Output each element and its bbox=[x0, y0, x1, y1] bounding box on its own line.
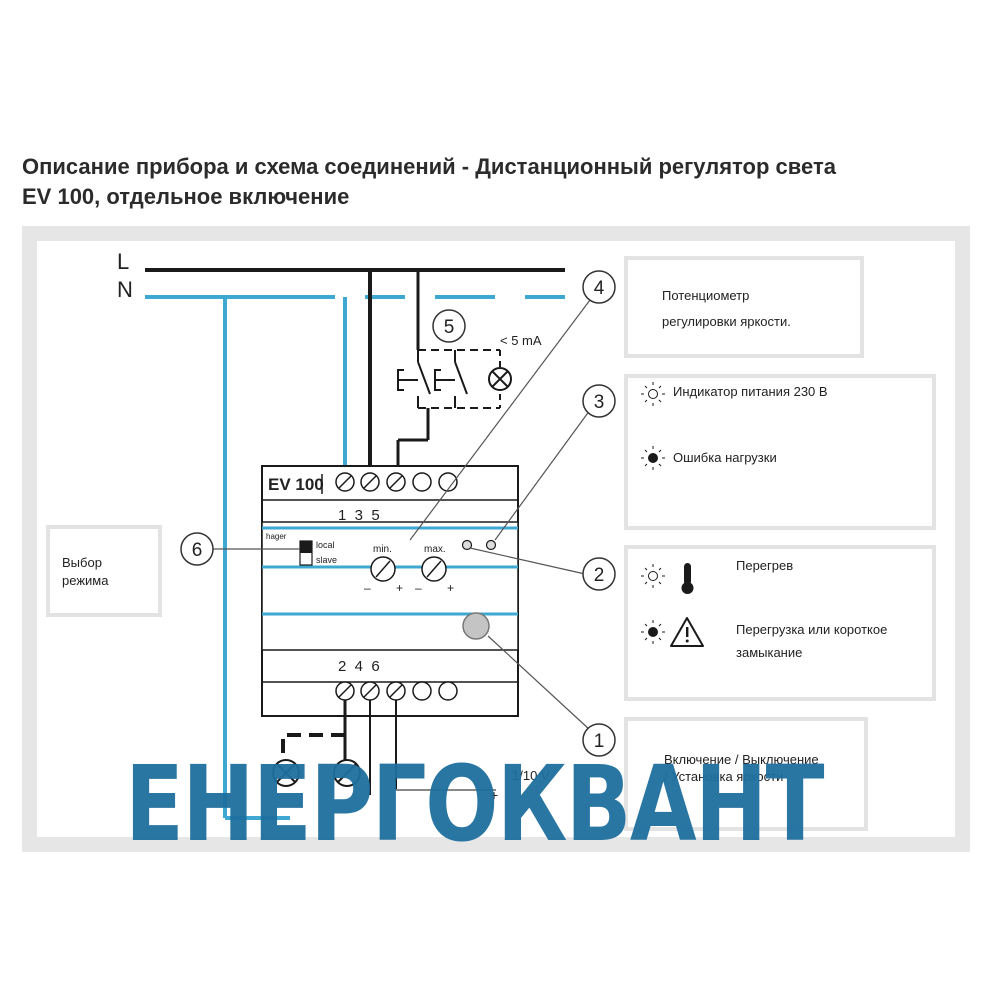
min-label: min. bbox=[373, 544, 392, 555]
switch-local-label: local bbox=[316, 540, 335, 550]
bottom-terminal-labels: 2 4 6 bbox=[338, 658, 380, 675]
pushbutton-2-icon bbox=[434, 350, 468, 408]
max-label: max. bbox=[424, 544, 446, 555]
svg-text:2: 2 bbox=[594, 565, 605, 586]
page-title: Описание прибора и схема соединений - Ди… bbox=[22, 152, 982, 212]
svg-text:Потенциометр: Потенциометр bbox=[662, 288, 749, 303]
title-line-2: EV 100, отдельное включение bbox=[22, 184, 350, 209]
svg-text:регулировки яркости.: регулировки яркости. bbox=[662, 314, 791, 329]
leader-2 bbox=[469, 547, 586, 575]
brand-label: hager bbox=[266, 532, 287, 541]
pot-max-minus: – bbox=[415, 581, 422, 595]
pushbutton-1-icon bbox=[397, 350, 431, 408]
svg-text:4: 4 bbox=[594, 278, 605, 299]
box-3: Индикатор питания 230 В Ошибка нагрузки bbox=[624, 374, 936, 530]
callout-1: 1 bbox=[582, 723, 616, 757]
svg-text:Перегрузка или короткое: Перегрузка или короткое bbox=[736, 622, 887, 637]
svg-text:1: 1 bbox=[594, 731, 605, 752]
callout-5: 5 bbox=[432, 309, 466, 343]
lamp-load-2-icon bbox=[333, 759, 361, 787]
top-terminal-screws bbox=[335, 472, 458, 492]
box-4: Потенциометр регулировки яркости. bbox=[624, 256, 864, 358]
led-2-icon bbox=[461, 539, 473, 551]
pot-max-plus: + bbox=[447, 581, 454, 595]
svg-text:3: 3 bbox=[594, 392, 605, 413]
box-2: Перегрев Перегрузка или короткое замыкан… bbox=[624, 545, 936, 701]
svg-text:Индикатор питания 230 В: Индикатор питания 230 В bbox=[673, 384, 828, 399]
leader-4 bbox=[409, 299, 591, 541]
glow-lamp-icon bbox=[488, 367, 512, 391]
top-terminal-labels: 1 3 5 bbox=[338, 507, 380, 524]
svg-text:/ Установка яркости: / Установка яркости bbox=[664, 769, 783, 784]
voltage-label: 1/10 V bbox=[512, 768, 550, 783]
box-6: Выбор режима bbox=[46, 525, 162, 617]
svg-text:Перегрев: Перегрев bbox=[736, 558, 793, 573]
title-line-1: Описание прибора и схема соединений - Ди… bbox=[22, 154, 836, 179]
svg-text:5: 5 bbox=[444, 317, 455, 338]
led-on-icon bbox=[641, 382, 665, 406]
pot-max-knob[interactable] bbox=[421, 556, 447, 582]
mode-switch-knob bbox=[300, 541, 312, 553]
svg-text:Включение / Выключение: Включение / Выключение bbox=[664, 752, 819, 767]
pot-min-plus: + bbox=[396, 581, 403, 595]
label-L: L bbox=[117, 249, 129, 274]
label-N: N bbox=[117, 277, 133, 302]
led-3-icon bbox=[485, 539, 497, 551]
svg-text:Выбор: Выбор bbox=[62, 555, 102, 570]
watermark-logo: ЕНЕРГОКВАНТ bbox=[125, 743, 825, 865]
callout-6: 6 bbox=[180, 532, 214, 566]
bottom-terminal-screws bbox=[335, 681, 458, 701]
callout-2: 2 bbox=[582, 557, 616, 591]
current-label: < 5 mA bbox=[500, 333, 542, 348]
callout-4: 4 bbox=[582, 270, 616, 304]
svg-text:Ошибка нагрузки: Ошибка нагрузки bbox=[673, 450, 777, 465]
led-on-icon-2 bbox=[641, 564, 665, 588]
leader-3 bbox=[494, 409, 591, 541]
callout-3: 3 bbox=[582, 384, 616, 418]
svg-text:6: 6 bbox=[192, 540, 203, 561]
pot-min-knob[interactable] bbox=[370, 556, 396, 582]
ev100-device bbox=[261, 465, 519, 717]
hidden-plus: + bbox=[490, 787, 498, 803]
warning-triangle-icon bbox=[670, 617, 704, 647]
leader-1 bbox=[487, 635, 591, 731]
pot-min-minus: – bbox=[364, 581, 371, 595]
switch-slave-label: slave bbox=[316, 555, 337, 565]
lamp-load-1-icon bbox=[272, 759, 300, 787]
led-blink-icon bbox=[641, 446, 665, 470]
led-blink-icon-2 bbox=[641, 620, 665, 644]
device-name: EV 100 bbox=[268, 475, 324, 494]
svg-text:режима: режима bbox=[62, 573, 109, 588]
box-1: Включение / Выключение / Установка яркос… bbox=[624, 717, 868, 831]
device-pushbutton[interactable] bbox=[462, 612, 490, 640]
thermometer-icon bbox=[681, 563, 694, 594]
svg-text:замыкание: замыкание bbox=[736, 645, 802, 660]
